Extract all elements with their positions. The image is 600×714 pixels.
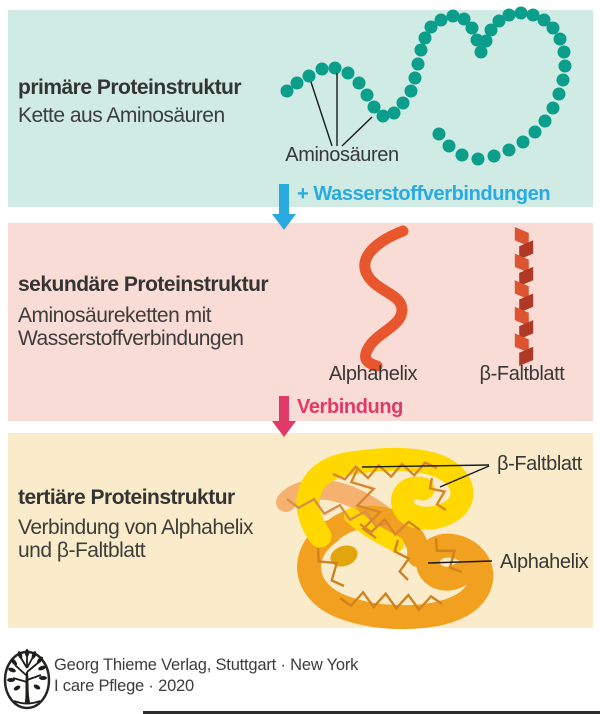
primary-structure-band xyxy=(8,10,593,207)
tertiary-structure-band xyxy=(8,433,593,628)
secondary-structure-title: sekundäre Proteinstruktur xyxy=(18,273,269,296)
alphahelix-ribbon-icon xyxy=(359,225,409,372)
secondary-structure-subtitle-1: Aminosäureketten mit xyxy=(18,304,212,327)
secondary-structure-band xyxy=(8,223,593,421)
beta-sheet-label: β-Faltblatt xyxy=(479,363,565,385)
tertiary-structure-subtitle-1: Verbindung von Alphahelix xyxy=(18,516,254,539)
hydrogen-bond-arrow-icon xyxy=(272,184,296,230)
publisher-credit: Georg Thieme Verlag, Stuttgart · New Yor… xyxy=(54,656,359,674)
edition-credit: I care Pflege · 2020 xyxy=(54,677,195,695)
tangle-pointer-lines xyxy=(361,464,493,564)
thieme-logo-icon xyxy=(3,649,51,710)
primary-structure-title: primäre Proteinstruktur xyxy=(18,76,242,99)
tertiary-structure-subtitle-2: und β-Faltblatt xyxy=(18,539,146,562)
secondary-structure-subtitle-2: Wasserstoffverbindungen xyxy=(18,327,244,350)
amino-acid-chain-icon xyxy=(280,6,572,166)
alphahelix-label: Alphahelix xyxy=(328,363,418,385)
bottom-rule xyxy=(143,711,600,714)
tertiary-structure-tangle-icon xyxy=(276,447,494,630)
tertiary-structure-title: tertiäre Proteinstruktur xyxy=(18,486,235,509)
tangle-yellow-tail xyxy=(344,508,404,552)
hydrogen-bond-arrow-label: + Wasserstoffverbindungen xyxy=(297,183,551,205)
tangle-orange-loop xyxy=(297,520,494,630)
primary-structure-subtitle: Kette aus Aminosäuren xyxy=(18,104,225,127)
amino-label-pointer-lines xyxy=(310,73,373,147)
verbindung-arrow-label: Verbindung xyxy=(297,396,404,418)
tangle-zigzag-lines xyxy=(286,461,463,612)
amino-acids-label: Aminosäuren xyxy=(285,144,399,166)
tangle-dark-yellow-patch xyxy=(330,545,358,567)
tangle-beta-sheet-label: β-Faltblatt xyxy=(497,453,582,475)
beta-sheet-ribbon-icon xyxy=(514,227,534,366)
verbindung-arrow-icon xyxy=(272,396,296,437)
tangle-alphahelix-label: Alphahelix xyxy=(500,551,589,573)
